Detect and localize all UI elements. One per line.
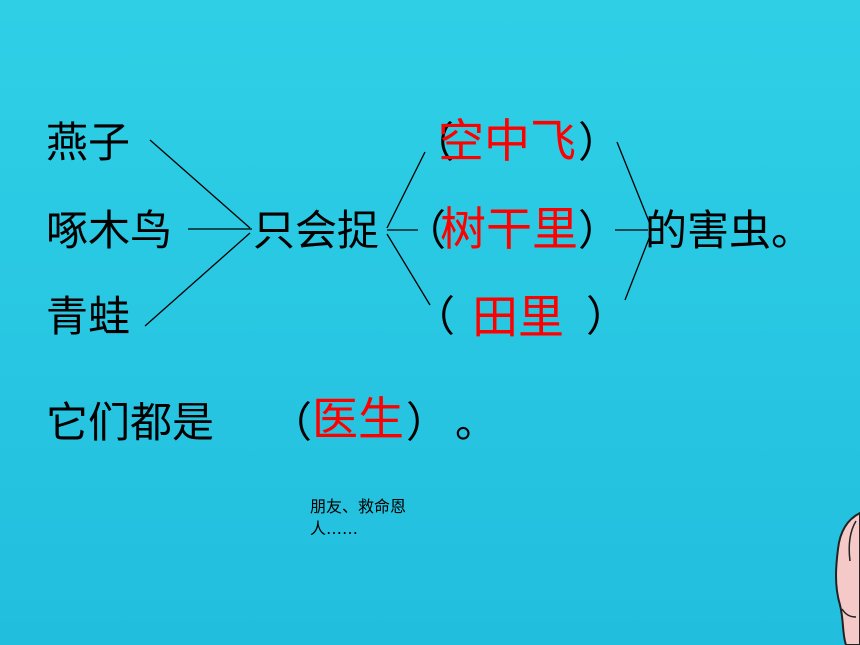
line-verb-to-field: [386, 233, 431, 306]
subject-woodpecker: 啄木鸟: [46, 206, 173, 255]
paren-close: ）: [406, 398, 449, 447]
conclusion-prefix: 它们都是: [46, 398, 215, 447]
paren-close: ）: [586, 292, 629, 341]
paren-open: （: [404, 206, 447, 255]
line-sky-to-tail: [616, 141, 651, 225]
tail-pests: 的害虫。: [645, 206, 814, 255]
paren-open: （: [412, 118, 455, 167]
answer-trunk: 树干里: [440, 202, 578, 256]
subject-swallow: 燕子: [46, 118, 131, 167]
answer-field: 田里: [472, 290, 564, 344]
paren-close: ）: [578, 118, 621, 167]
paren-close: ）: [578, 206, 621, 255]
line-frog-to-verb: [144, 232, 251, 327]
answer-sky: 空中飞: [438, 114, 576, 168]
cartoon-character-partial-image: [835, 511, 860, 645]
line-swallow-to-verb: [149, 139, 251, 229]
paren-open: （: [270, 398, 313, 447]
paren-open: （: [413, 292, 456, 341]
verb-catch: 只会捉: [253, 206, 380, 255]
subject-frog: 青蛙: [46, 292, 131, 341]
note-text: 朋友、救命恩人……: [310, 497, 407, 538]
conclusion-answer: 医生: [312, 392, 404, 446]
conclusion-suffix: 。: [455, 398, 498, 447]
line-field-to-tail: [624, 235, 651, 301]
line-verb-to-sky: [386, 151, 426, 229]
